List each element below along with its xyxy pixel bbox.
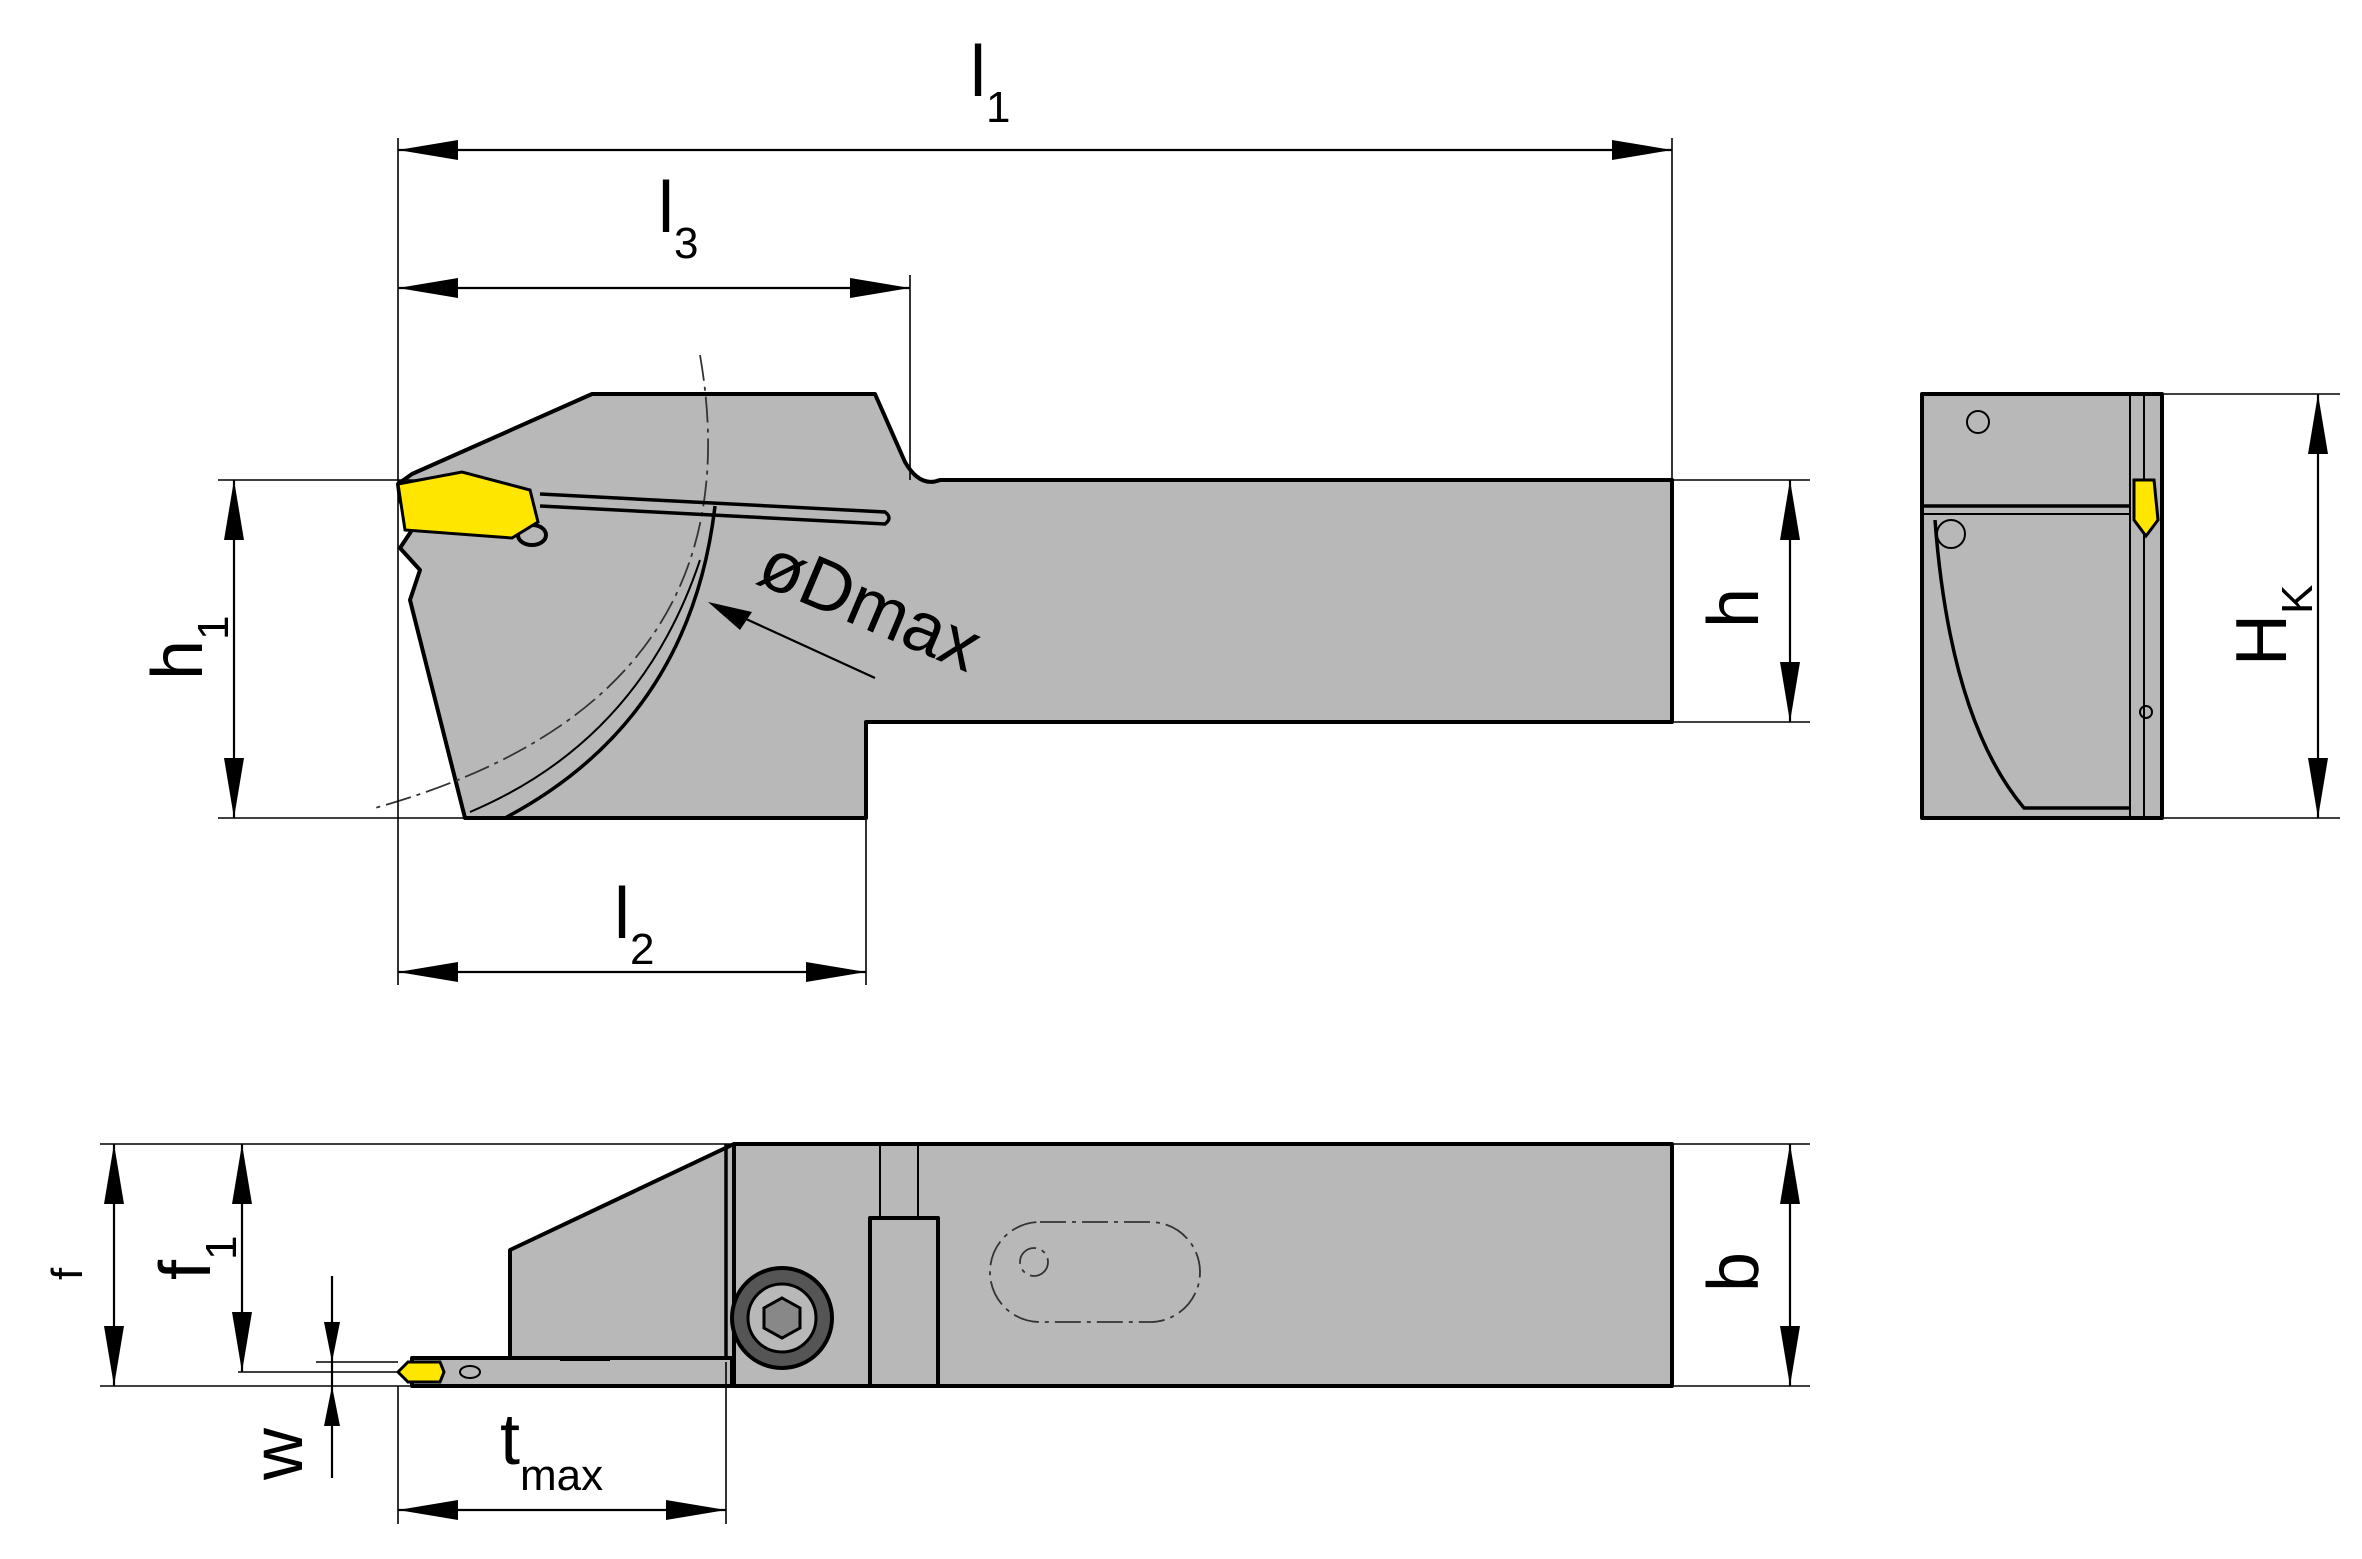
front-coolant-hole [1936,519,1966,549]
holder-body-front [1920,392,2164,820]
clamp-slot [539,492,891,526]
cutting-insert-side [396,470,540,540]
dim-l1: l1 [398,32,1672,160]
dmax-leader [721,606,876,680]
dim-h1: h1 [138,480,244,818]
dim-h: h [1694,480,1800,722]
head-arc-inner [469,559,701,813]
front-small-hole [2139,705,2153,719]
dim-b: b [1694,1144,1800,1386]
clamp-block-top [868,1216,940,1388]
coolant-slot-hidden [989,1221,1201,1323]
front-view: HK [1920,392,2340,820]
label-l2: l2 [614,874,654,974]
label-f1: f1 [146,1236,246,1281]
label-l3: l3 [658,168,698,268]
dim-w: w [238,1276,340,1481]
dim-hk: HK [2222,394,2328,818]
dim-l2: l2 [398,874,866,982]
label-h1: h1 [138,615,238,680]
label-b: b [1694,1252,1774,1292]
dim-tmax: tmax [398,1400,726,1520]
cutting-insert-front [2132,478,2160,539]
blade-screw-top [459,1365,481,1379]
label-h: h [1694,588,1774,628]
top-view: f f1 w b tmax [43,1142,1810,1524]
front-screw-hole [1966,410,1990,434]
label-w: w [238,1427,318,1481]
clamp-slot-top [879,1143,919,1219]
holder-body-side [396,392,1674,820]
dim-f: f [43,1144,124,1386]
dim-l3: l3 [398,168,910,298]
label-l1: l1 [970,32,1010,132]
dmax-construction-arc [374,354,709,809]
head-arc [504,505,717,820]
dmax-arrowhead [708,602,752,630]
dim-f1: f1 [146,1144,252,1372]
hex-socket-icon [762,1296,802,1340]
holder-head-top [508,1142,736,1364]
coolant-hole-hidden [1019,1247,1049,1277]
label-f: f [43,1267,92,1280]
label-hk: HK [2222,585,2322,666]
cutting-insert-top [395,1360,446,1384]
front-head-curve [1933,519,2130,810]
side-view: l1 l3 l2 h1 h øDma [138,32,1810,985]
label-tmax: tmax [500,1400,603,1500]
